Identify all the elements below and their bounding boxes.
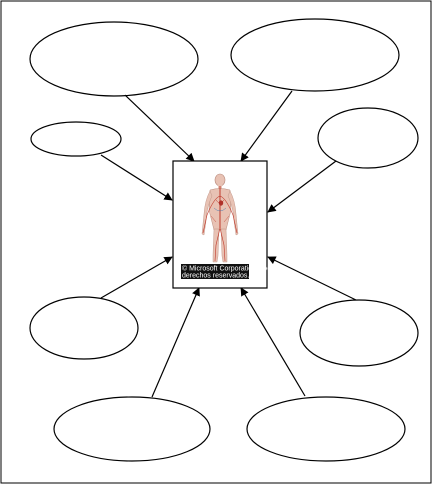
caption-line-1: © Microsoft Corporation. Todos (182, 265, 279, 273)
bubble-top-left (29, 21, 199, 97)
arrow-mid-right (267, 160, 337, 213)
arrow-top-left (124, 94, 195, 162)
arrow-lower-left (100, 256, 173, 299)
arrow-top-right (240, 90, 293, 162)
bubble-top-right (230, 18, 400, 92)
arrow-bottom-left (151, 287, 200, 398)
caption-background (181, 264, 249, 279)
bubble-mid-right (317, 107, 419, 169)
caption-line-2: derechos reservados. (182, 273, 249, 280)
arrow-mid-left (100, 154, 173, 201)
bubble-lower-right (299, 299, 419, 367)
bubble-lower-left (29, 296, 139, 360)
arrow-lower-right (267, 256, 357, 301)
bubble-mid-left (30, 121, 122, 157)
arrow-bottom-right (240, 287, 306, 397)
human-figure-illustration (201, 173, 239, 263)
bubble-bottom-right (246, 396, 406, 462)
bubble-bottom-left (53, 396, 211, 462)
